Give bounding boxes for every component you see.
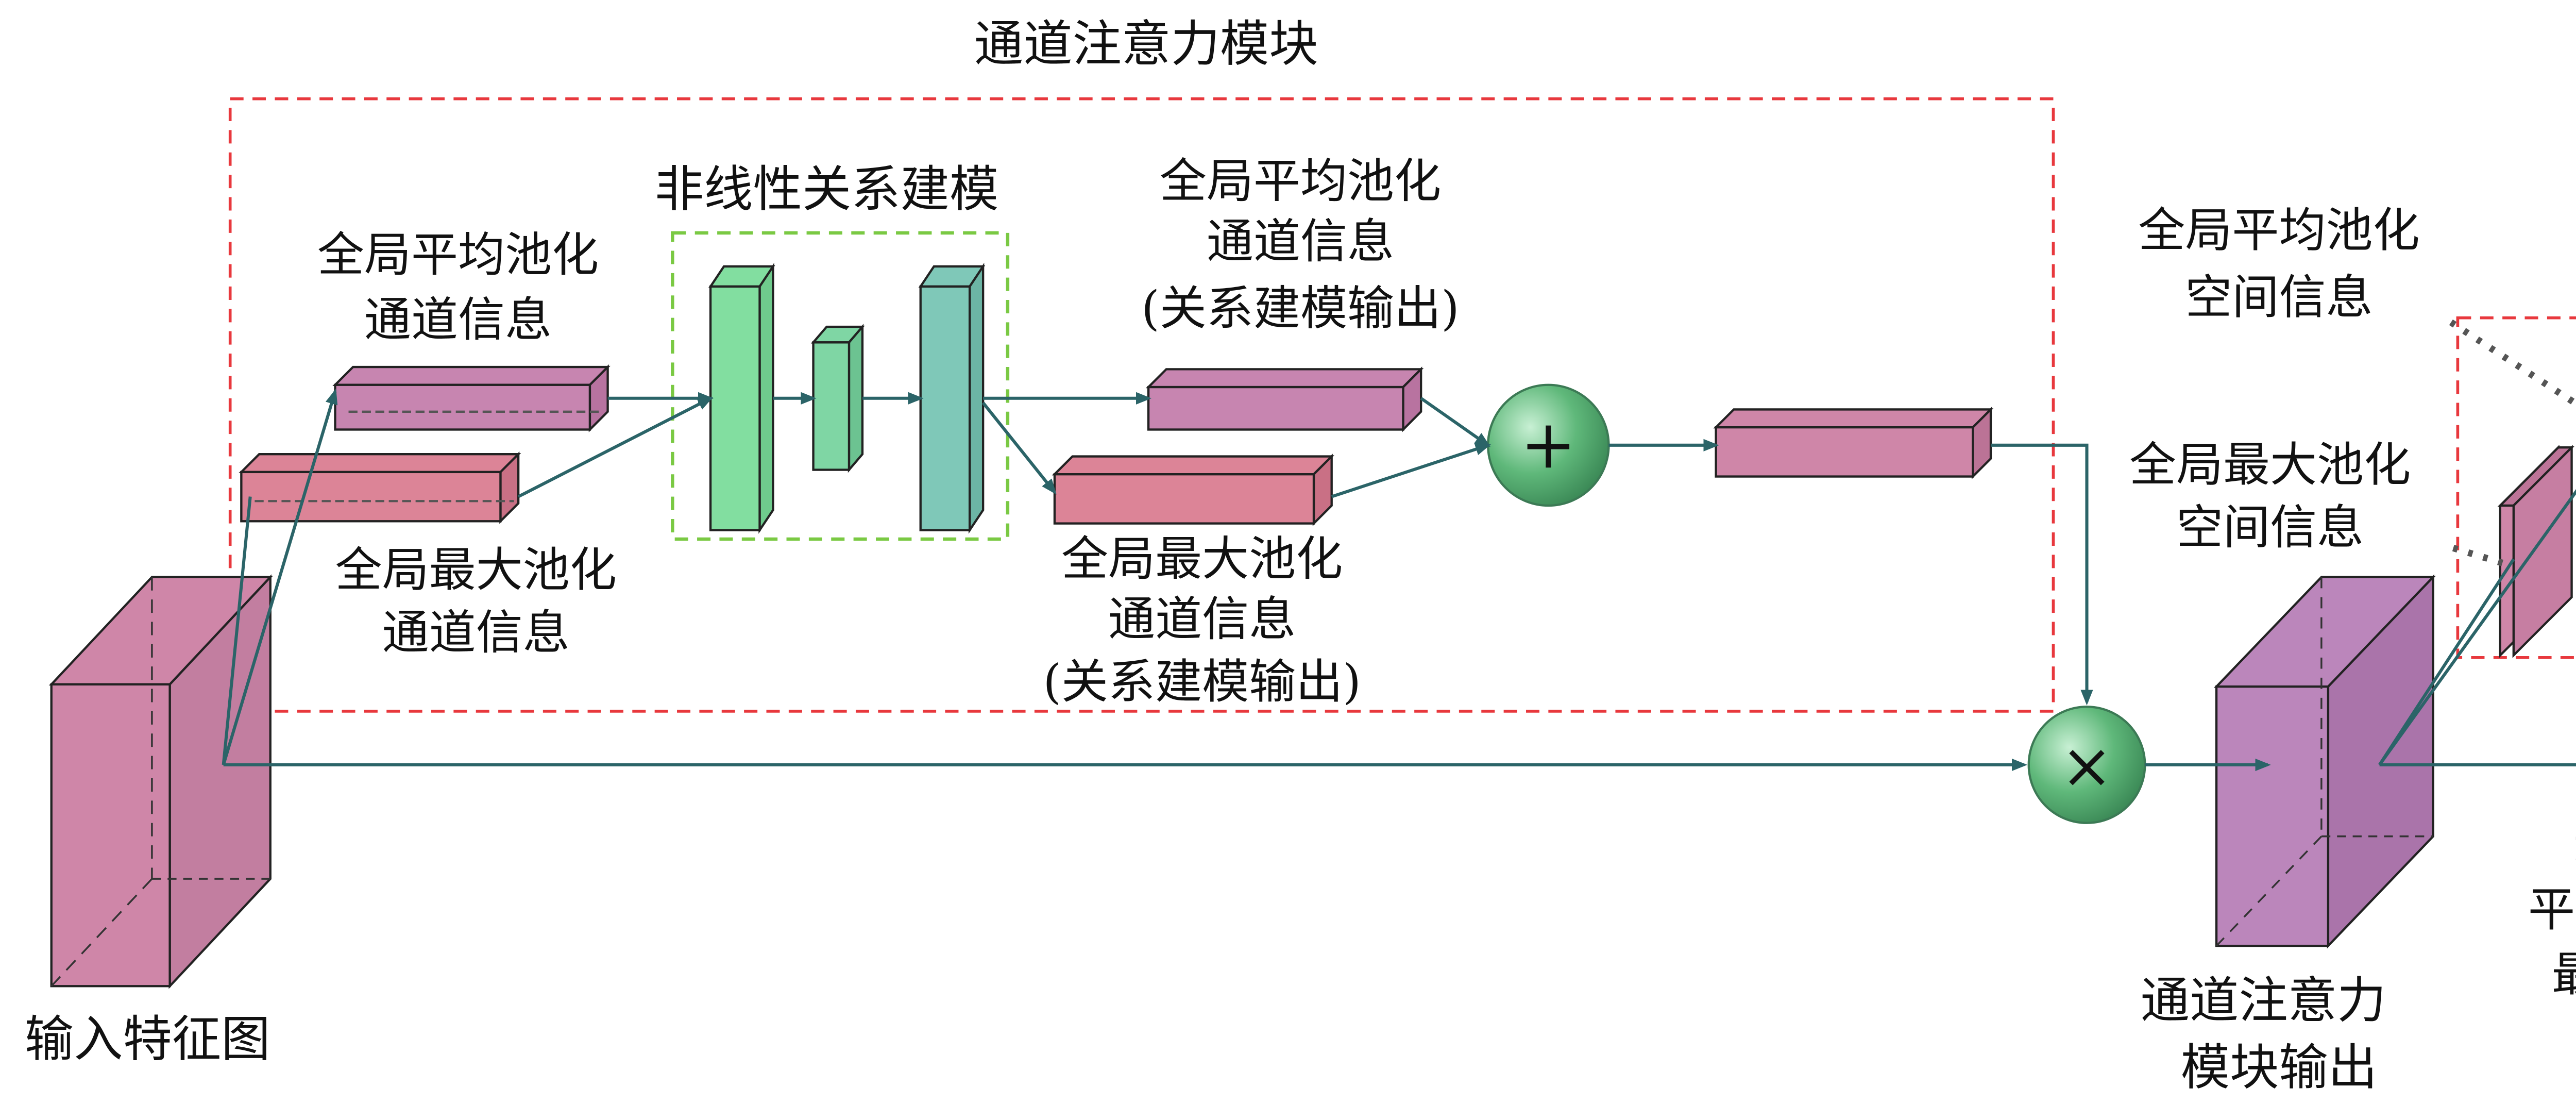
gap-spatial-label-1: 全局平均池化 [2138, 203, 2419, 258]
gmp-channel-output-label-3: (关系建模输出) [1043, 655, 1361, 709]
channel-module-title: 通道注意力模块 [974, 15, 1318, 73]
concat-note-1: 通道维度连接 [2574, 815, 2576, 870]
gmp-channel-bar [239, 451, 521, 524]
nonlinear-modeling-box-channel [671, 231, 1010, 541]
gmp-channel-label-1: 全局最大池化 [335, 543, 617, 597]
nonlinear-title-channel: 非线性关系建模 [655, 161, 999, 218]
gap-channel-output-label-1: 全局平均池化 [1160, 154, 1441, 208]
fc-layer-1 [708, 262, 775, 534]
channel-module-output-label-2: 模块输出 [2181, 1039, 2378, 1096]
channel-module-output-label-1: 通道注意力 [2141, 972, 2386, 1029]
input-feature-map-block [48, 574, 273, 989]
gmp-channel-label-2: 通道信息 [382, 605, 570, 660]
fc-layer-hidden [810, 324, 865, 473]
channel-module-output-block [2213, 574, 2436, 949]
gmp-spatial-label-2: 空间信息 [2176, 500, 2364, 555]
input-feature-map-label: 输入特征图 [25, 1011, 270, 1068]
gmp-channel-output-label-2: 通道信息 [1108, 592, 1296, 646]
gap-channel-label-2: 通道信息 [364, 292, 552, 347]
channel-attention-weight-bar [1713, 407, 1994, 479]
gap-channel-output-label-2: 通道信息 [1207, 214, 1394, 269]
concat-note-2: 平均池化空间信息和 [2528, 882, 2576, 937]
gmp-channel-output-bar [1052, 454, 1334, 526]
add-operator: + [1487, 383, 1610, 507]
gap-channel-output-label-3: (关系建模输出) [1141, 281, 1459, 336]
multiply-operator-1: × [2027, 706, 2146, 824]
gap-spatial-label-2: 空间信息 [2185, 270, 2372, 325]
gmp-spatial-label-1: 全局最大池化 [2129, 438, 2411, 492]
gap-channel-output-bar [1145, 366, 1424, 432]
channel-attention-module-box [228, 97, 2055, 713]
add-operator-symbol: + [1520, 405, 1577, 483]
gmp-spatial-map [2497, 444, 2574, 658]
multiply-operator-1-symbol: × [2061, 729, 2113, 802]
flow-arrows [222, 388, 2576, 772]
fc-layer-2 [918, 262, 986, 534]
gap-channel-bar [332, 364, 611, 432]
gap-channel-label-1: 全局平均池化 [317, 228, 599, 282]
gmp-channel-output-label-1: 全局最大池化 [1061, 531, 1343, 586]
